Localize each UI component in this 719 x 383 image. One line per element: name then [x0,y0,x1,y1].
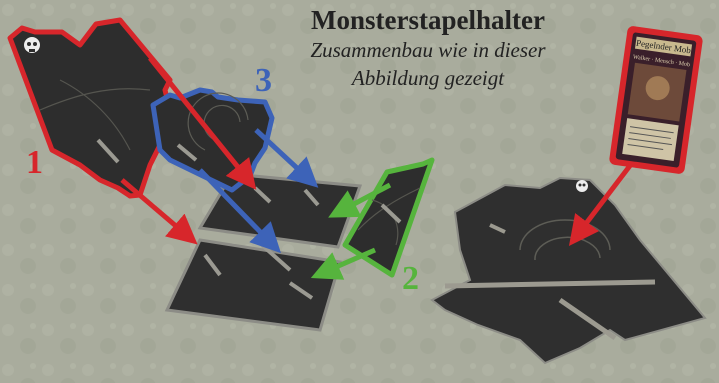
arrow-red-1 [122,180,190,238]
base-piece-lower [167,240,340,330]
title-block: Monsterstapelhalter Zusammenbau wie in d… [268,4,588,92]
skull-icon [24,37,40,53]
label-1: 1 [26,146,43,180]
label-2: 2 [402,262,419,296]
arrow-blue-2 [256,130,311,181]
page-title: Monsterstapelhalter [268,4,588,36]
assembled-holder [432,178,705,363]
label-3: 3 [255,64,272,98]
subtitle-line-2: Abbildung gezeigt [268,64,588,92]
monster-card: Pegelnder Mob Walker · Mensch · Mob [609,25,704,174]
skull-icon [576,180,588,192]
subtitle-line-1: Zusammenbau wie in dieser [268,36,588,64]
